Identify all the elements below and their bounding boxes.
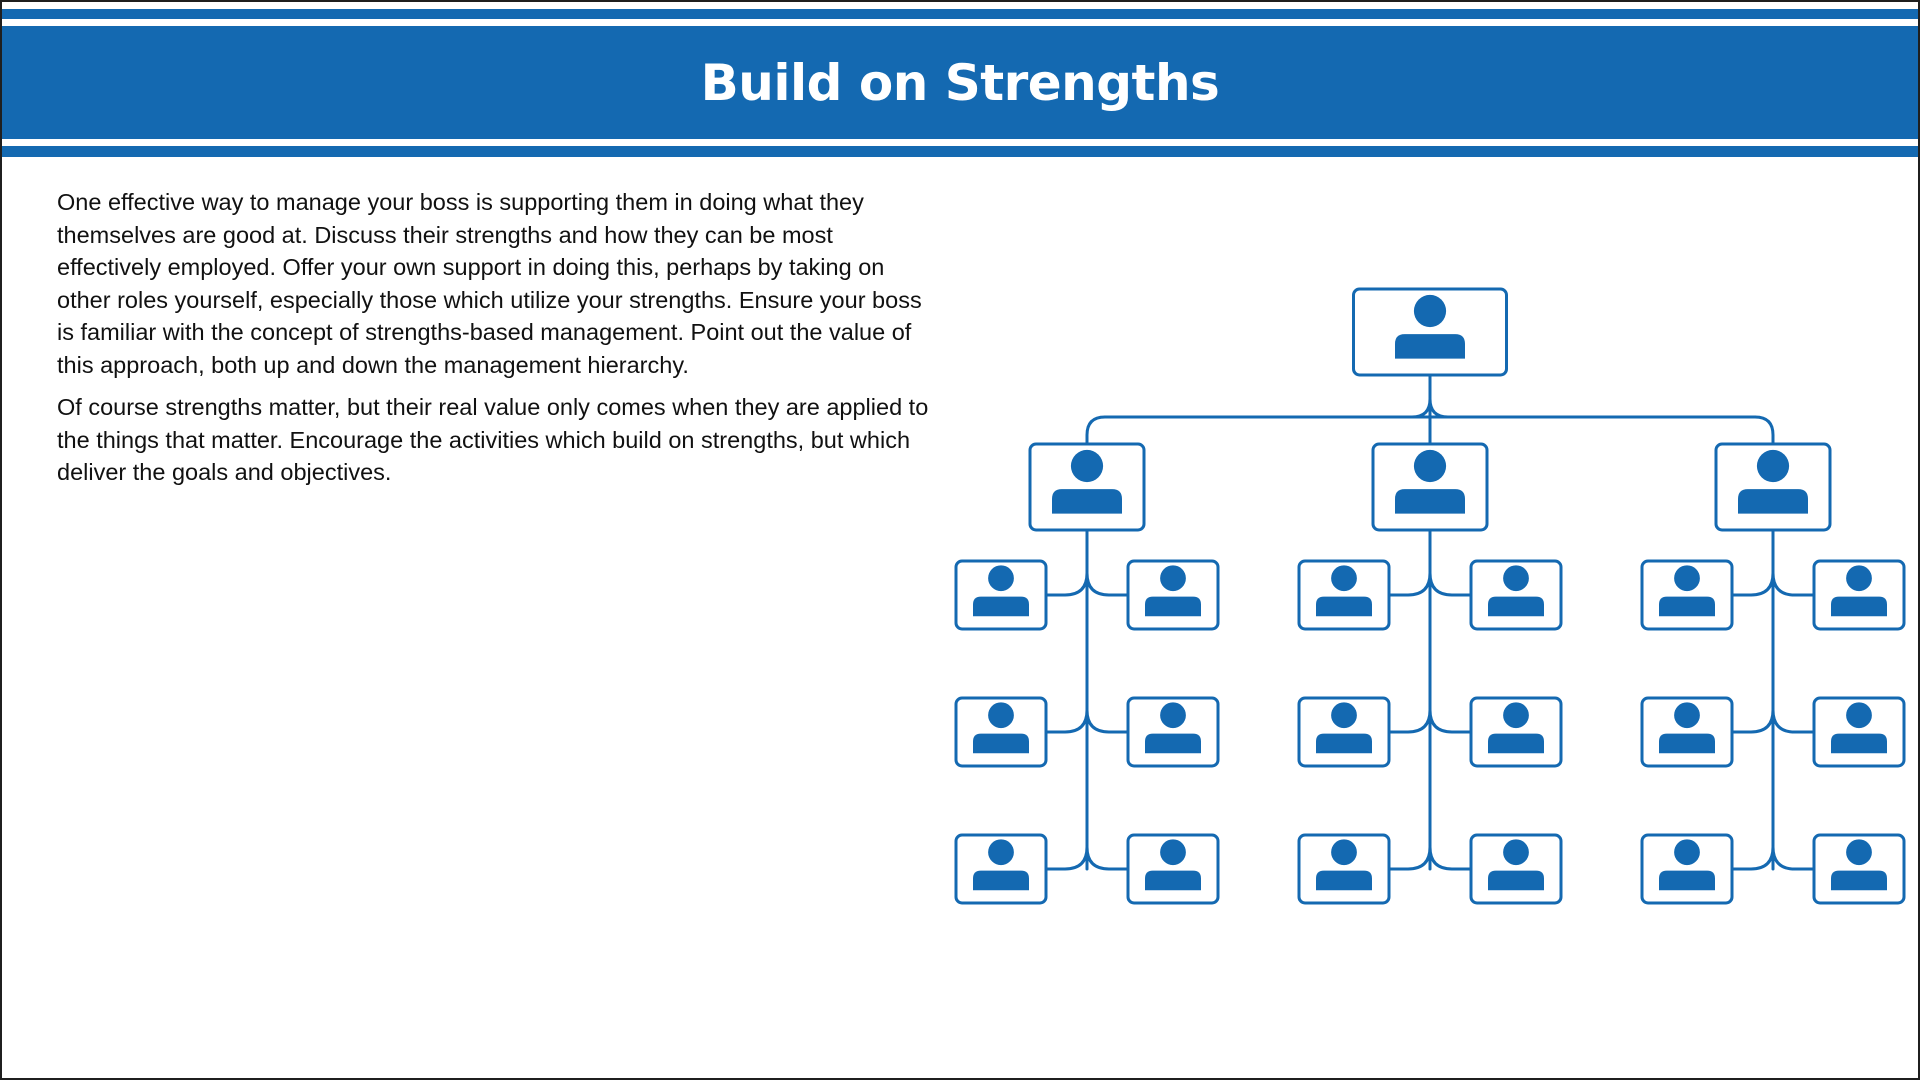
connector-line: [1730, 708, 1775, 734]
org-chart-box-report: [1297, 696, 1391, 768]
person-icon: [1316, 839, 1372, 891]
org-chart-box-root: [1352, 287, 1508, 377]
person-icon: [1145, 839, 1201, 891]
paragraph-1: One effective way to manage your boss is…: [57, 189, 922, 378]
org-chart-box-report: [954, 833, 1048, 905]
org-chart-box-report: [1126, 559, 1220, 631]
person-icon: [1145, 565, 1201, 617]
connector-line: [1387, 571, 1432, 597]
org-chart-box-report: [954, 696, 1048, 768]
org-chart-box-report: [1126, 696, 1220, 768]
connector-line: [1428, 397, 1450, 419]
connector-line: [1428, 708, 1473, 734]
org-chart-box-report: [1640, 833, 1734, 905]
org-chart-box-report: [1297, 559, 1391, 631]
person-icon: [973, 565, 1029, 617]
connector-line: [1730, 571, 1775, 597]
org-chart-box-report: [954, 559, 1048, 631]
person-icon: [1659, 565, 1715, 617]
person-icon: [1488, 839, 1544, 891]
connector-line: [1771, 571, 1816, 597]
header-band: Build on Strengths: [2, 26, 1918, 139]
connector-line: [1387, 845, 1432, 871]
header-top-stripe: [2, 9, 1918, 19]
person-icon: [1831, 565, 1887, 617]
person-icon: [973, 839, 1029, 891]
org-chart-box-manager: [1714, 442, 1832, 532]
org-chart-box-report: [1469, 559, 1563, 631]
person-icon: [1052, 449, 1122, 514]
org-chart-box-report: [1469, 696, 1563, 768]
person-icon: [1831, 839, 1887, 891]
org-chart-box-report: [1126, 833, 1220, 905]
connector-line: [1730, 845, 1775, 871]
person-icon: [1659, 839, 1715, 891]
page-title: Build on Strengths: [700, 53, 1220, 112]
connector-line: [1044, 845, 1089, 871]
connector-line: [1410, 397, 1432, 419]
org-chart-box-manager: [1028, 442, 1146, 532]
person-icon: [1316, 565, 1372, 617]
org-chart-box-report: [1640, 559, 1734, 631]
org-chart-box-report: [1812, 559, 1906, 631]
connector-line: [1085, 708, 1130, 734]
header-bottom-stripe: [2, 146, 1918, 157]
org-chart-box-report: [1469, 833, 1563, 905]
person-icon: [1488, 565, 1544, 617]
connector-line: [1044, 571, 1089, 597]
org-chart-box-report: [1640, 696, 1734, 768]
connector-line: [1428, 845, 1473, 871]
org-chart-box-report: [1297, 833, 1391, 905]
org-chart-diagram: [954, 287, 1906, 905]
person-icon: [1316, 702, 1372, 754]
connector-line: [1085, 845, 1130, 871]
connector-line: [1044, 708, 1089, 734]
connector-line: [1387, 708, 1432, 734]
connector-line: [1771, 708, 1816, 734]
org-chart-box-report: [1812, 696, 1906, 768]
person-icon: [1659, 702, 1715, 754]
connector-line: [1085, 415, 1107, 446]
connector-line: [1428, 571, 1473, 597]
connector-line: [1753, 415, 1775, 446]
paragraph-2: Of course strengths matter, but their re…: [57, 394, 929, 485]
body-text: One effective way to manage your boss is…: [57, 186, 937, 499]
connector-line: [1085, 571, 1130, 597]
person-icon: [1738, 449, 1808, 514]
org-chart-box-report: [1812, 833, 1906, 905]
person-icon: [1488, 702, 1544, 754]
org-chart-box-manager: [1371, 442, 1489, 532]
connector-line: [1771, 845, 1816, 871]
person-icon: [1395, 294, 1465, 359]
person-icon: [1831, 702, 1887, 754]
person-icon: [1395, 449, 1465, 514]
person-icon: [973, 702, 1029, 754]
person-icon: [1145, 702, 1201, 754]
